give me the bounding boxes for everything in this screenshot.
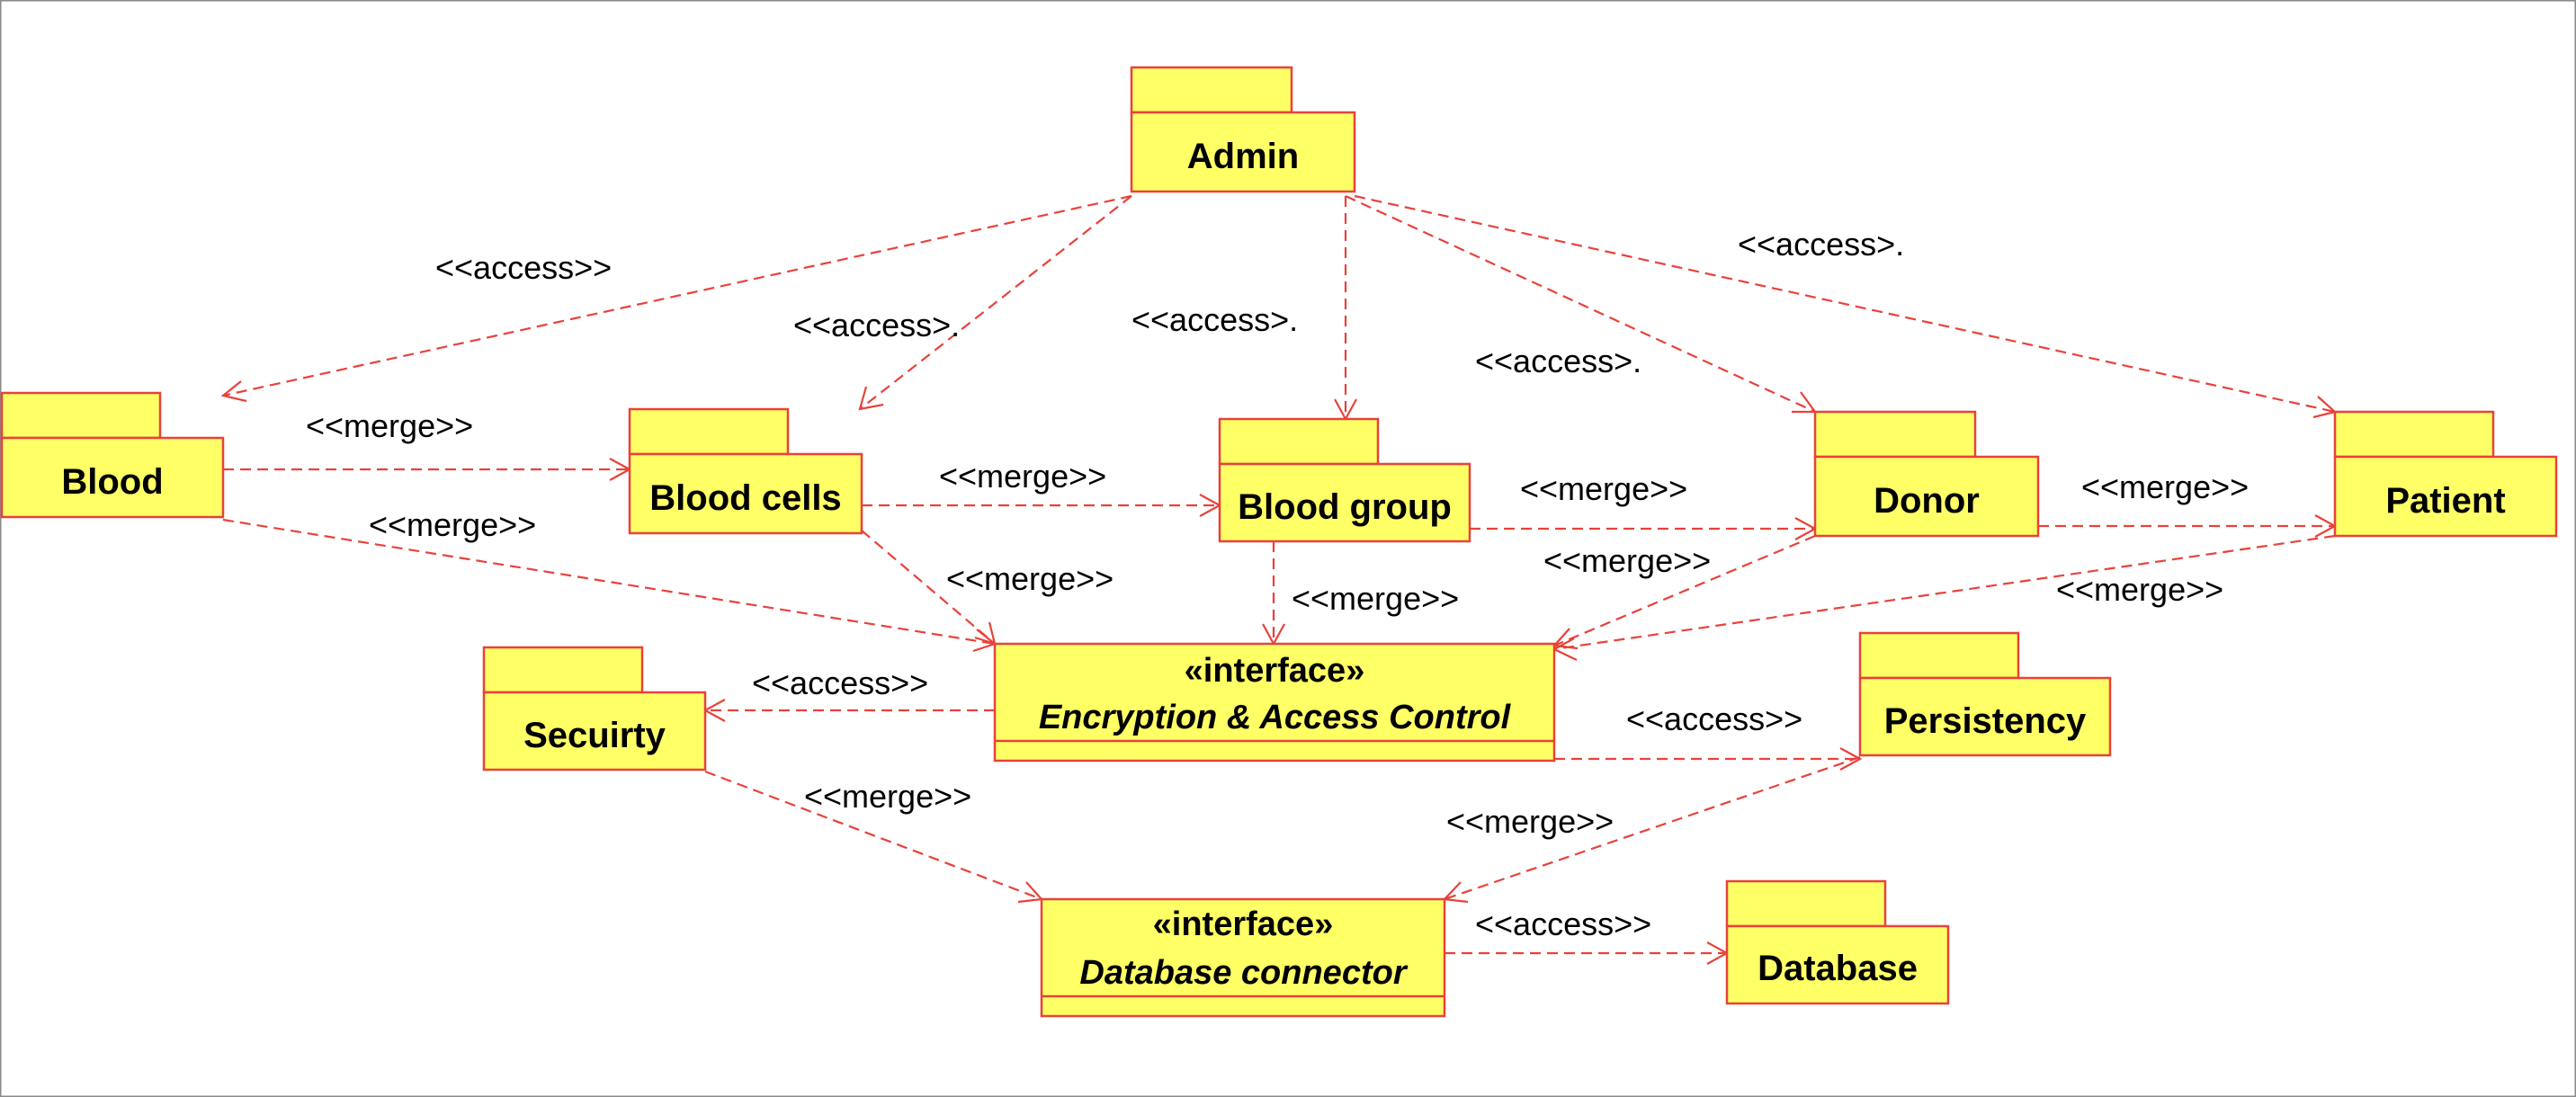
edge-label: <<access>. bbox=[1738, 226, 1904, 263]
edge-label: <<access>> bbox=[752, 664, 928, 701]
package-blood-cells[interactable]: Blood cells bbox=[628, 407, 863, 535]
edge-label: <<merge>> bbox=[939, 458, 1106, 495]
edge-label: <<access>> bbox=[435, 249, 612, 286]
package-body bbox=[0, 436, 225, 519]
package-name: Admin bbox=[1187, 137, 1299, 176]
arrowhead bbox=[220, 380, 247, 403]
package-database[interactable]: Database bbox=[1725, 879, 1950, 1005]
package-tab bbox=[1858, 631, 2020, 680]
edge-blood-encryption bbox=[222, 518, 996, 646]
edge-label: <<merge>> bbox=[1446, 803, 1614, 840]
package-body bbox=[1858, 676, 2112, 757]
edge-admin-blood bbox=[222, 194, 1132, 397]
edge-admin-blood-cells bbox=[859, 195, 1132, 410]
package-name: Blood cells bbox=[649, 478, 841, 518]
package-body bbox=[1218, 462, 1471, 543]
edge-label: <<access>> bbox=[1626, 700, 1802, 737]
package-body bbox=[2333, 455, 2558, 538]
edge-label: <<access>> bbox=[1475, 905, 1651, 942]
arrowhead bbox=[1839, 747, 1863, 771]
package-tab bbox=[2333, 410, 2495, 459]
interface-name: Encryption & Access Control bbox=[1039, 699, 1512, 736]
package-tab bbox=[1130, 66, 1293, 114]
package-name: Secuirty bbox=[523, 716, 666, 755]
edge-label: <<access>. bbox=[1475, 343, 1641, 379]
package-tab bbox=[482, 646, 644, 694]
edge-label: <<merge>> bbox=[1292, 580, 1459, 617]
interface-stereotype: «interface» bbox=[1185, 652, 1365, 690]
edge-label: <<merge>> bbox=[2056, 571, 2223, 608]
edge-label: <<access>. bbox=[1131, 301, 1298, 338]
edge-security-db-connector bbox=[704, 770, 1042, 901]
interface-name: Database connector bbox=[1079, 954, 1408, 992]
package-tab bbox=[0, 391, 162, 440]
package-blood[interactable]: Blood bbox=[0, 391, 225, 519]
package-tab bbox=[1218, 417, 1380, 466]
package-tab bbox=[628, 407, 790, 456]
arrowhead bbox=[2312, 396, 2338, 419]
arrowhead bbox=[1017, 881, 1044, 904]
edge-label: <<merge>> bbox=[306, 407, 473, 444]
edge-admin-patient bbox=[1354, 194, 2336, 414]
edge-patient-encryption bbox=[1553, 534, 2336, 651]
package-body bbox=[482, 691, 707, 771]
interface-encryption-access-control[interactable]: «interface» Encryption & Access Control bbox=[993, 642, 1556, 763]
edge-label: <<merge>> bbox=[369, 506, 536, 543]
package-patient[interactable]: Patient bbox=[2333, 410, 2558, 538]
edge-labels: <<access>> <<access>. <<access>. <<acces… bbox=[306, 226, 2249, 942]
edge-admin-donor bbox=[1345, 195, 1816, 413]
package-name: Blood bbox=[61, 462, 163, 502]
package-blood-group[interactable]: Blood group bbox=[1218, 417, 1471, 543]
edge-blood-cells-encryption bbox=[861, 530, 996, 645]
package-name: Patient bbox=[2385, 481, 2505, 521]
package-tab bbox=[1813, 410, 1977, 459]
package-body bbox=[1813, 455, 2040, 538]
package-body bbox=[1130, 111, 1356, 193]
arrowhead bbox=[1552, 628, 1579, 650]
edge-label: <<merge>> bbox=[1543, 542, 1711, 579]
dependency-lines bbox=[220, 194, 2338, 965]
package-name: Database bbox=[1758, 949, 1918, 988]
package-persistency[interactable]: Persistency bbox=[1858, 631, 2112, 757]
edge-persistency-db-connector bbox=[1444, 755, 1861, 901]
edge-label: <<access>. bbox=[793, 307, 960, 343]
edge-label: <<merge>> bbox=[946, 560, 1114, 597]
package-body bbox=[1725, 924, 1950, 1005]
package-name: Donor bbox=[1874, 481, 1980, 521]
interface-stereotype: «interface» bbox=[1153, 905, 1334, 943]
arrowhead bbox=[1792, 391, 1818, 414]
package-security[interactable]: Secuirty bbox=[482, 646, 707, 771]
edge-label: <<merge>> bbox=[804, 778, 971, 815]
package-name: Persistency bbox=[1884, 701, 2087, 741]
edge-label: <<merge>> bbox=[2081, 468, 2249, 505]
package-admin[interactable]: Admin bbox=[1130, 66, 1356, 193]
arrowhead bbox=[858, 386, 884, 411]
package-name: Blood group bbox=[1238, 487, 1452, 527]
package-donor[interactable]: Donor bbox=[1813, 410, 2040, 538]
edge-donor-encryption bbox=[1553, 534, 1816, 647]
package-body bbox=[628, 452, 863, 535]
edge-label: <<merge>> bbox=[1520, 470, 1687, 507]
interface-database-connector[interactable]: «interface» Database connector bbox=[1040, 897, 1446, 1018]
package-tab bbox=[1725, 879, 1887, 928]
